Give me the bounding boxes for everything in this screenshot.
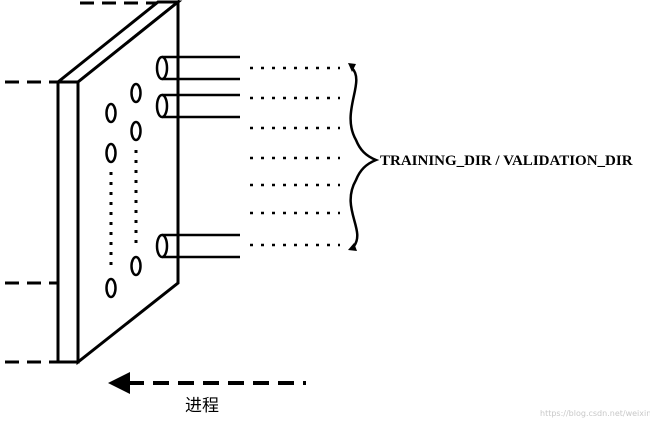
pipe-end: [155, 55, 169, 81]
pipe-end: [155, 233, 169, 259]
brace-arrowhead-bottom: [348, 243, 357, 251]
board: [53, 0, 183, 366]
directory-label: TRAINING_DIR / VALIDATION_DIR: [380, 153, 633, 169]
hole: [130, 255, 142, 277]
curly-brace: [349, 67, 380, 247]
board-holes: [105, 82, 142, 299]
board-side-face: [56, 80, 80, 364]
hole: [130, 120, 142, 142]
pipe-2: [155, 93, 240, 119]
hole: [105, 277, 117, 299]
dotted-flow-lines: [250, 66, 340, 247]
pipes: [155, 55, 240, 259]
pipe-3: [155, 233, 240, 259]
hole: [105, 102, 117, 124]
hole: [130, 82, 142, 104]
pipe-end: [155, 93, 169, 119]
hole: [105, 142, 117, 164]
hole-ellipsis: [109, 150, 138, 270]
watermark: https://blog.csdn.net/weixin_40249170: [540, 409, 650, 418]
pipe-1: [155, 55, 240, 81]
progress-label: 进程: [185, 396, 219, 416]
board-front-face: [76, 0, 180, 366]
brace-arrowhead-top: [348, 63, 356, 72]
progress-arrowhead: [108, 372, 130, 394]
